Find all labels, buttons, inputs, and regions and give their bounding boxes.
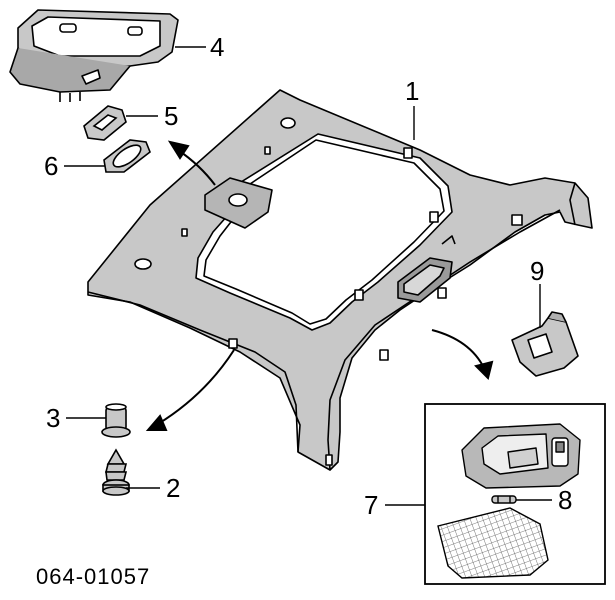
leader-lines: [64, 46, 552, 506]
arrow-to-lamp-head: [474, 360, 494, 380]
callout-7: 7: [364, 490, 378, 520]
callout-8: 8: [558, 485, 572, 515]
grommet-5: [83, 105, 127, 141]
arrow-to-lamp: [431, 329, 485, 369]
callout-4: 4: [210, 32, 224, 62]
retainer-cap-3: [101, 403, 131, 438]
callout-5: 5: [164, 101, 178, 131]
callout-3: 3: [46, 403, 60, 433]
dome-lamp-housing: [461, 423, 581, 489]
callout-6: 6: [44, 151, 58, 181]
direction-arrows: [145, 140, 494, 431]
oval-ring-6: [103, 139, 151, 173]
callout-2: 2: [166, 473, 180, 503]
diagram-part-number: 064-01057: [36, 564, 150, 589]
bracket-9: [511, 311, 579, 377]
arrow-to-fastener: [157, 349, 235, 425]
arrow-to-fastener-head: [145, 414, 168, 431]
callout-9: 9: [530, 256, 544, 286]
push-pin-2: [102, 448, 130, 496]
arrow-to-grommets-head: [167, 140, 190, 160]
overhead-console: [9, 9, 179, 102]
bulb-8: [491, 495, 517, 504]
callout-1: 1: [405, 76, 419, 106]
lamp-lens-grid: [437, 507, 549, 579]
